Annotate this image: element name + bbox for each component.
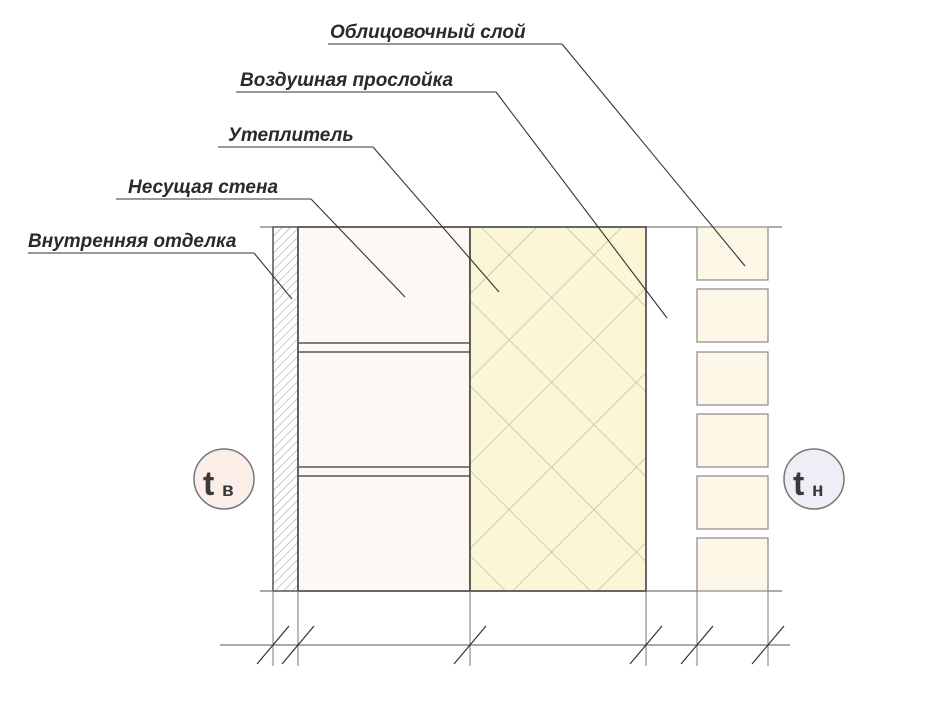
load-wall-layer [297, 226, 471, 592]
leader-insulation [218, 146, 500, 293]
inner-finish-layer [272, 226, 299, 592]
outside-temp-subscript: н [812, 480, 823, 501]
cladding-brick [696, 413, 769, 468]
inside-temperature-badge: t в [193, 448, 255, 510]
inside-temp-subscript: в [222, 480, 234, 501]
dimension-extensions [272, 591, 769, 666]
label-inner-finish: Внутренняя отделка [28, 231, 237, 252]
label-load-wall: Несущая стена [128, 177, 278, 198]
cladding-layer [696, 226, 769, 592]
cladding-brick [696, 537, 769, 592]
leader-load-wall [116, 198, 406, 298]
outside-temp-symbol: t [793, 465, 804, 503]
cladding-brick [696, 226, 769, 281]
leader-inner-finish [28, 252, 293, 300]
label-air-gap: Воздушная прослойка [240, 70, 454, 91]
label-insulation: Утеплитель [228, 125, 354, 146]
dimension-ticks [256, 625, 785, 665]
inside-temp-symbol: t [203, 465, 214, 503]
cladding-brick [696, 351, 769, 406]
leader-air-gap [236, 91, 668, 319]
outside-temperature-badge: t н [783, 448, 845, 510]
cladding-brick [696, 288, 769, 343]
cladding-brick [696, 475, 769, 530]
label-cladding: Облицовочный слой [330, 22, 526, 43]
leader-cladding [328, 43, 746, 267]
